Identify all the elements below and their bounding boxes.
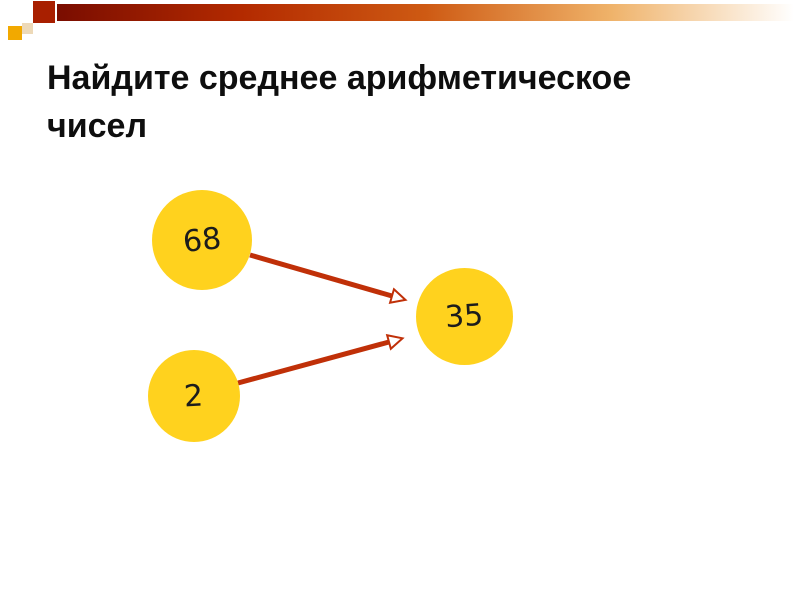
slide-title: Найдите среднее арифметическое чисел	[47, 59, 632, 145]
node-2: 2	[148, 350, 240, 442]
decor-square-gold	[8, 26, 22, 40]
node-2-label: 2	[183, 378, 205, 414]
arrow-from-68-to-35	[249, 252, 392, 296]
decor-square-tan	[22, 23, 33, 34]
node-68: 68	[152, 190, 252, 290]
node-68-label: 68	[181, 220, 223, 260]
arrow-from-2-to-35	[237, 342, 389, 386]
node-35: 35	[416, 268, 513, 365]
node-35-label: 35	[444, 297, 485, 336]
decor-square-red	[33, 1, 55, 23]
header-gradient-bar	[57, 4, 794, 21]
